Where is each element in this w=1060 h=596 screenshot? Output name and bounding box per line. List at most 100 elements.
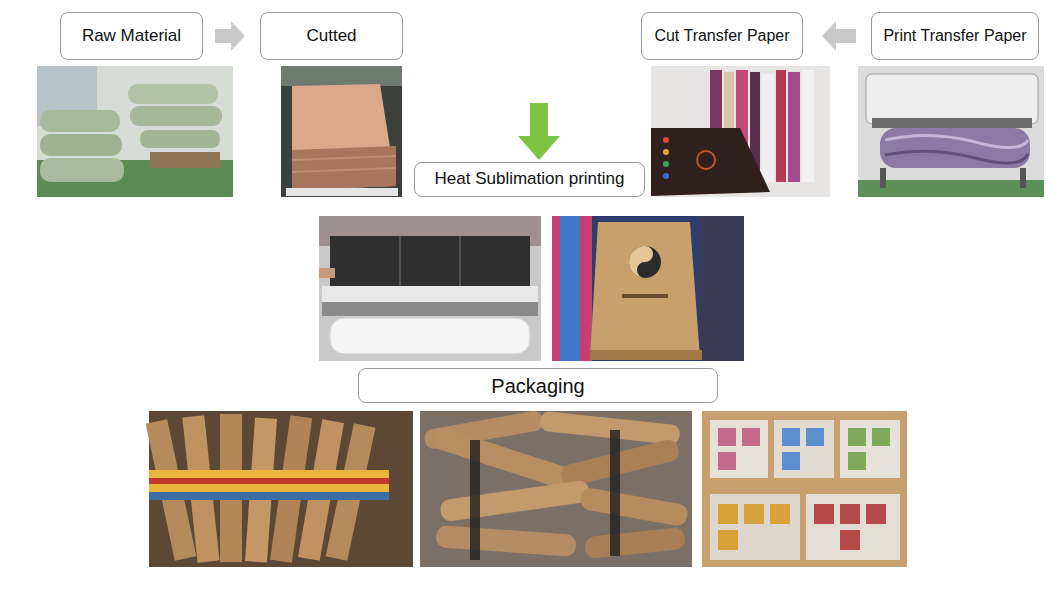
wrapped-rolls-photo-part <box>149 478 389 484</box>
step-label: Cutted <box>306 26 356 46</box>
boxed-products-photo-part <box>866 504 886 524</box>
wrapped-rolls-photo-part <box>149 470 389 492</box>
boxed-products-photo-part <box>848 428 866 446</box>
bagged-rolls-photo-part <box>579 487 689 527</box>
boxed-products-photo-part <box>782 428 800 446</box>
step-label: Print Transfer Paper <box>883 26 1026 45</box>
bagged-rolls-photo-part <box>439 480 591 523</box>
boxed-products-photo-part <box>782 452 800 470</box>
boxed-products-photo-part <box>840 530 860 550</box>
boxed-products-photo-part <box>710 494 800 560</box>
print-transfer-paper-photo-part <box>885 151 1028 163</box>
raw-material-photo-part <box>140 130 220 148</box>
cutted-photo-part <box>292 168 396 172</box>
raw-material-photo-part <box>40 158 124 182</box>
cut-transfer-paper-photo-part <box>651 128 770 196</box>
step-box: Cut Transfer Paper <box>641 12 803 60</box>
raw-material-photo-part <box>130 106 222 126</box>
print-transfer-paper-photo-part <box>1020 168 1026 188</box>
cutted-photo-part <box>292 146 396 190</box>
print-transfer-paper-photo-part <box>880 128 1030 168</box>
cut-transfer-paper-photo-part <box>663 149 669 155</box>
step-label: Cut Transfer Paper <box>654 26 789 45</box>
boxed-products-photo-part <box>710 420 768 478</box>
cut-transfer-paper-photo-part <box>663 173 669 179</box>
boxed-products-photo-part <box>806 428 824 446</box>
bagged-rolls-photo-part <box>470 440 480 560</box>
boxed-products-photo-part <box>718 452 736 470</box>
print-transfer-paper-photo <box>858 66 1044 197</box>
print-transfer-paper-photo-part <box>885 135 1028 147</box>
printed-cork-mat-photo-part <box>590 350 702 360</box>
raw-material-photo-part <box>37 66 233 197</box>
bagged-rolls-photo-part <box>420 411 692 567</box>
heat-press-photo-part <box>460 236 461 286</box>
raw-material-photo-part <box>128 84 218 104</box>
printed-cork-mat-photo-part <box>552 216 592 361</box>
cutted-photo-part <box>286 188 398 196</box>
step-box: Cutted <box>260 12 403 60</box>
heat-press-photo-part <box>322 286 538 302</box>
step-label: Heat Sublimation printing <box>435 169 625 189</box>
print-transfer-paper-photo-part <box>872 118 1032 128</box>
printed-cork-mat-photo-part <box>590 222 700 358</box>
step-box: Print Transfer Paper <box>871 12 1039 60</box>
cut-transfer-paper-photo-part <box>762 74 774 182</box>
process-box: Heat Sublimation printing <box>414 162 645 197</box>
boxed-products-photo-part <box>872 428 890 446</box>
print-transfer-paper-photo-part <box>866 74 1038 124</box>
cut-transfer-paper-photo-part <box>663 161 669 167</box>
printed-cork-mat-photo-part <box>552 216 744 361</box>
cut-transfer-paper-photo-part <box>788 72 800 182</box>
process-box: Packaging <box>358 368 718 403</box>
printed-cork-mat-photo <box>552 216 744 361</box>
step-label: Raw Material <box>82 26 181 46</box>
cutted-photo-part <box>281 66 402 197</box>
cut-transfer-paper-photo <box>651 66 830 197</box>
cut-transfer-paper-photo-part <box>651 66 830 197</box>
raw-material-photo-part <box>40 134 122 156</box>
boxed-products-photo-part <box>718 504 738 524</box>
cutted-photo-part <box>281 66 402 86</box>
boxed-products-photo-part <box>718 428 736 446</box>
boxed-products-photo-part <box>806 494 900 560</box>
heat-press-photo-part <box>319 216 541 361</box>
boxed-products-photo-part <box>840 420 900 478</box>
printed-cork-mat-photo-part <box>629 246 661 278</box>
heat-press-photo-part <box>322 302 538 316</box>
cut-transfer-paper-photo-part <box>663 137 669 143</box>
bagged-rolls-photo-part <box>584 527 686 559</box>
wrapped-rolls-photo-part <box>149 492 389 500</box>
printed-cork-mat-photo-part <box>700 216 744 361</box>
heat-press-photo-part <box>400 236 401 286</box>
raw-material-photo-part <box>150 152 220 168</box>
printed-cork-mat-photo-part <box>560 216 580 361</box>
step-box: Raw Material <box>60 12 203 60</box>
cutted-photo-part <box>292 156 396 160</box>
bagged-rolls-photo-part <box>430 425 579 492</box>
boxed-products-photo-part <box>770 504 790 524</box>
boxed-products-photo-part <box>814 504 834 524</box>
cutted-photo <box>281 66 402 197</box>
cut-transfer-paper-photo-part <box>697 151 715 169</box>
heat-press-photo <box>319 216 541 361</box>
wrapped-rolls-photo <box>146 411 413 567</box>
boxed-products-photo-part <box>718 530 738 550</box>
boxed-products-photo-part <box>742 428 760 446</box>
bagged-rolls-photo-part <box>435 525 576 557</box>
heat-press-photo-part <box>330 236 530 286</box>
boxed-products-photo-part <box>744 504 764 524</box>
boxed-products-photo-part <box>840 504 860 524</box>
boxed-products-photo-part <box>702 411 907 567</box>
heat-press-photo-part <box>330 318 530 354</box>
flow-arrow <box>518 103 560 160</box>
cutted-photo-part <box>292 84 396 190</box>
print-transfer-paper-photo-part <box>858 66 1044 197</box>
heat-press-photo-part <box>319 268 335 278</box>
boxed-products-photo-part <box>848 452 866 470</box>
raw-material-photo-part <box>40 110 120 132</box>
step-label: Packaging <box>491 374 584 398</box>
